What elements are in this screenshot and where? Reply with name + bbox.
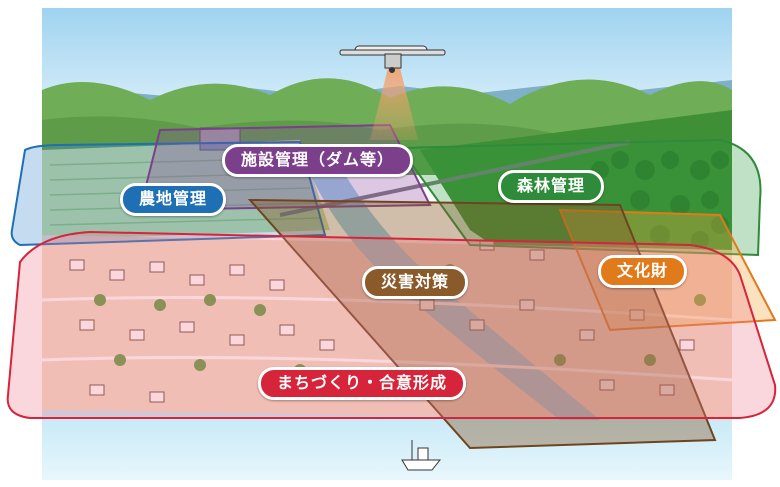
label-farmland: 農地管理 — [120, 183, 227, 216]
label-disaster: 災害対策 — [362, 266, 469, 299]
survey-plane-icon — [339, 45, 446, 73]
town-ground — [42, 235, 732, 420]
survey-beam — [370, 68, 418, 140]
houses — [69, 239, 695, 403]
overlay-town — [6, 230, 777, 419]
overlay-disaster — [247, 198, 717, 450]
label-culture: 文化財 — [598, 255, 688, 288]
label-town: まちづくり・合意形成 — [258, 367, 467, 400]
label-facility: 施設管理（ダム等） — [222, 144, 414, 177]
highway — [279, 140, 631, 217]
road — [41, 296, 733, 322]
label-forest: 森林管理 — [498, 170, 605, 203]
forest-trees — [591, 151, 729, 249]
fishing-boat-icon — [401, 440, 442, 471]
